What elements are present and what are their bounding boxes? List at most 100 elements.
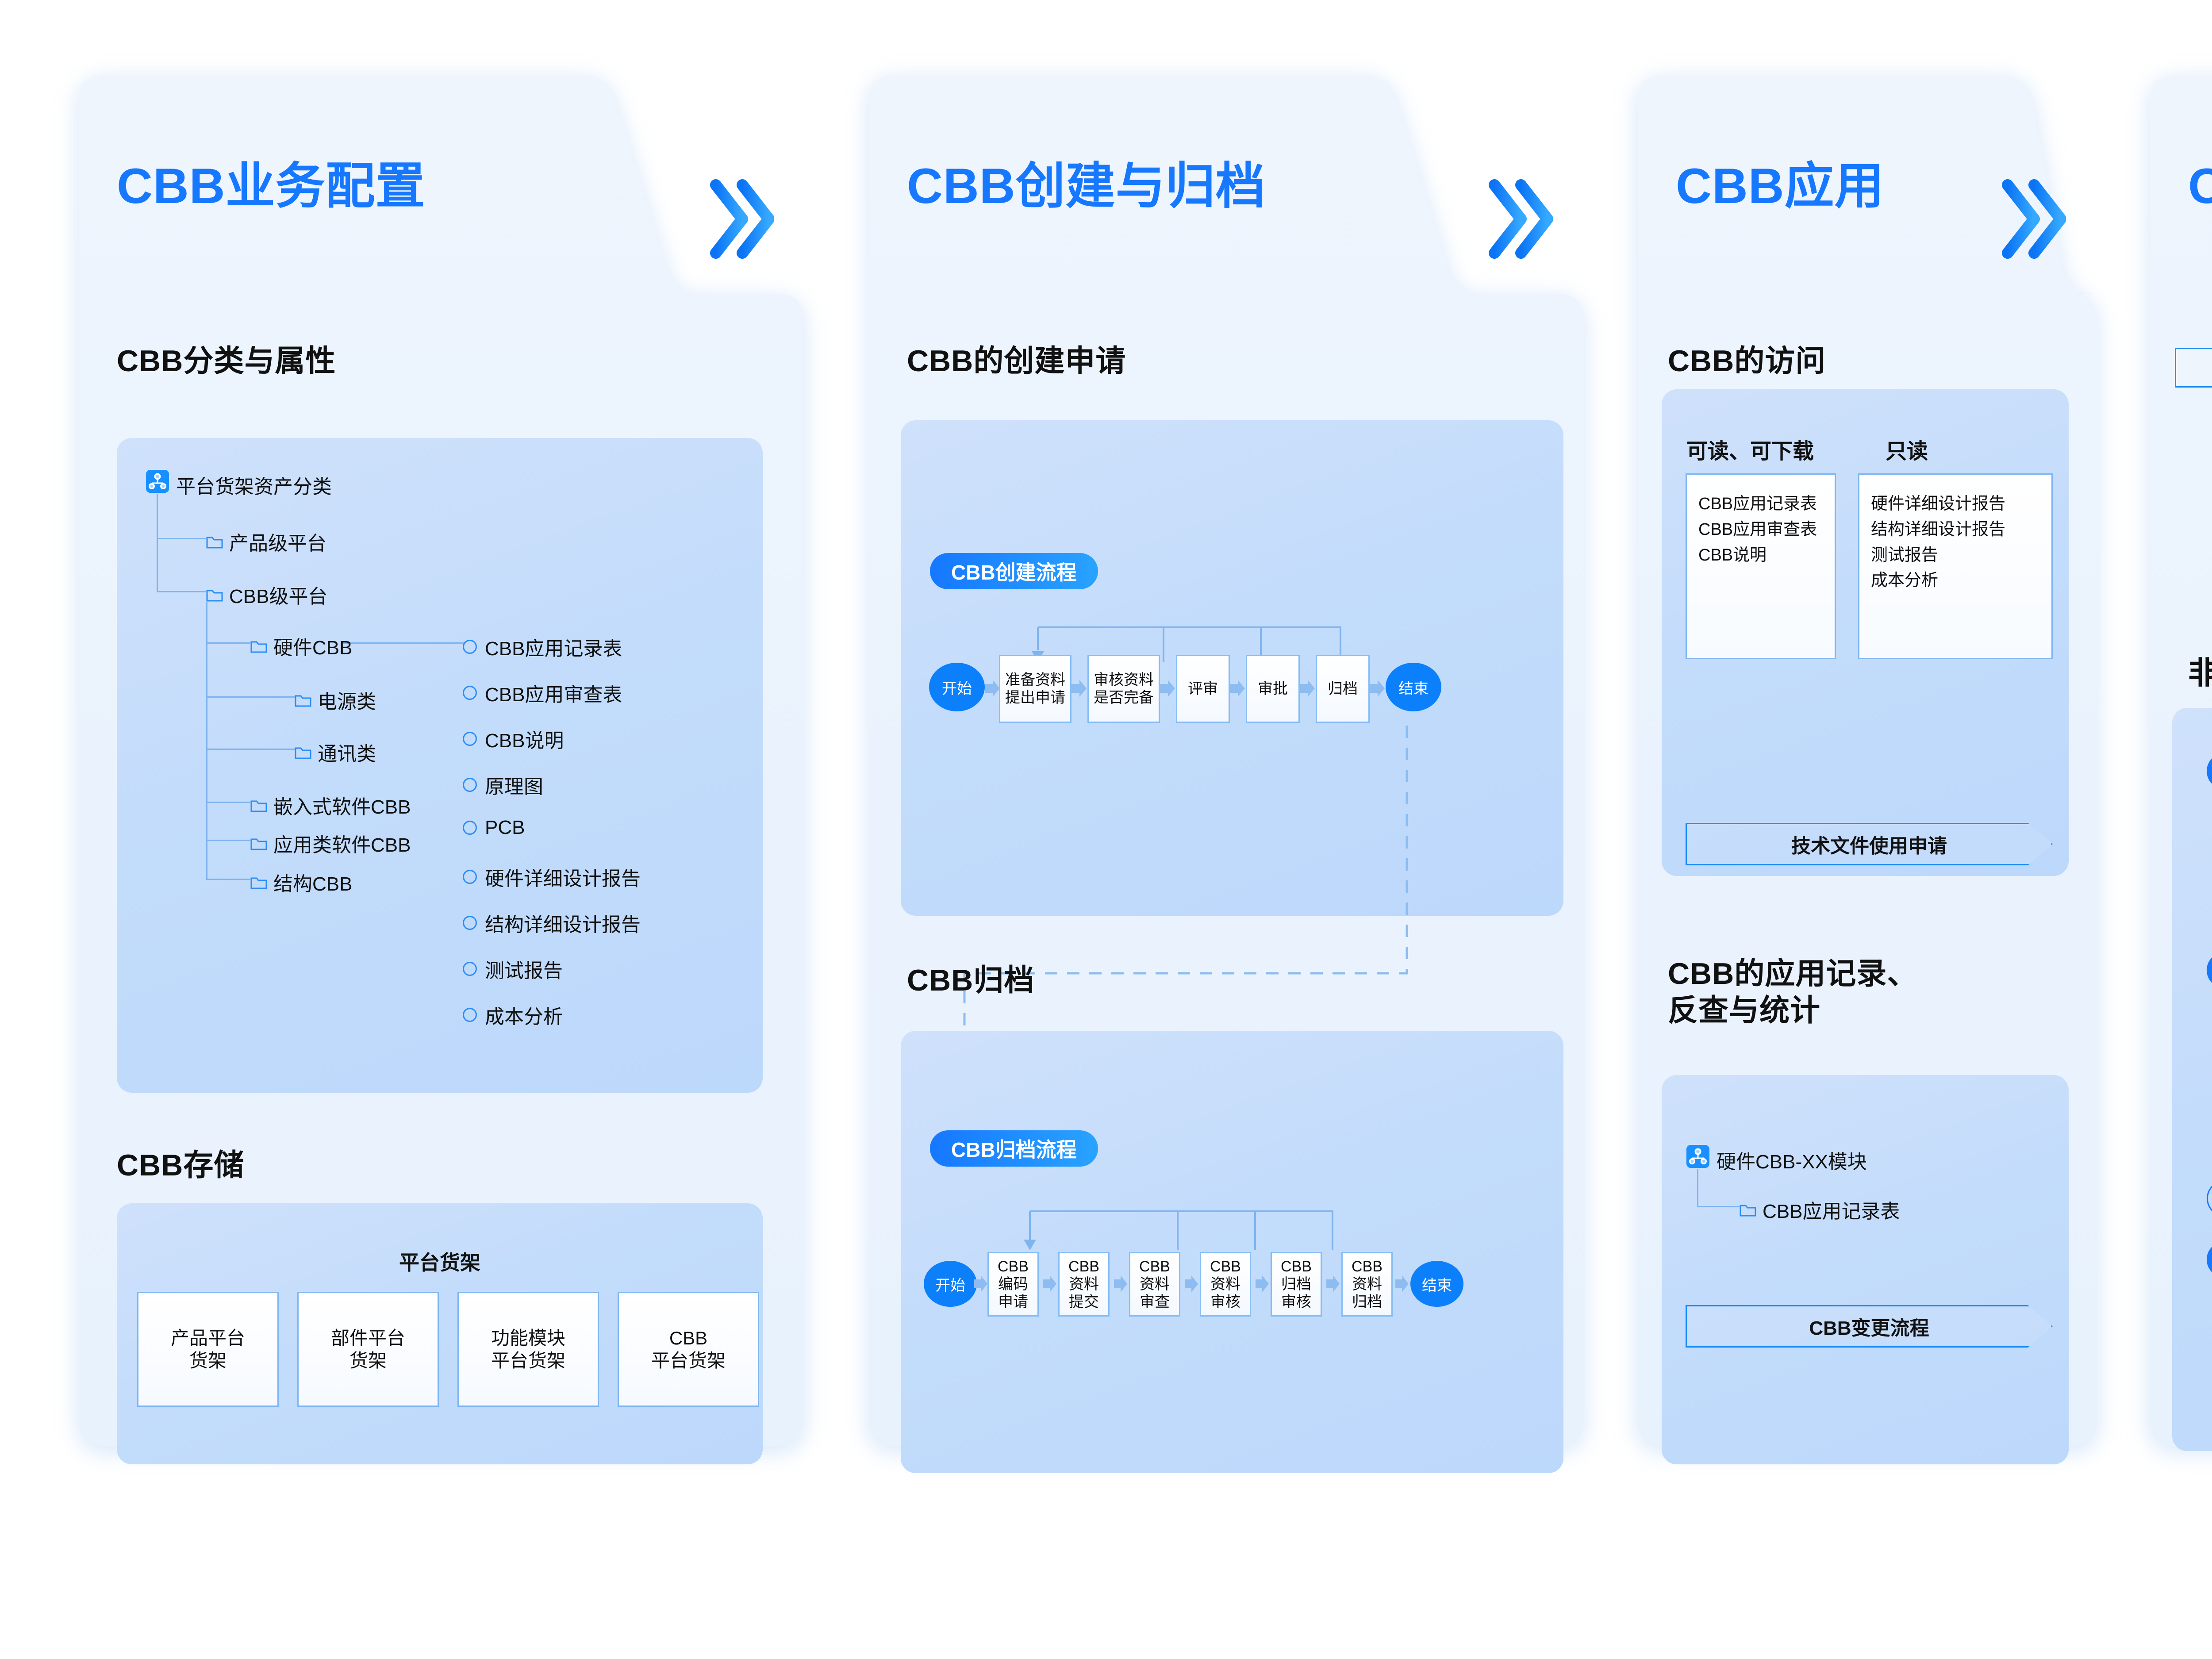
access-item[interactable]: 测试报告 <box>1871 545 1939 565</box>
folder-icon <box>250 877 267 889</box>
access-item[interactable]: CBB应用审查表 <box>1698 520 1817 539</box>
tree-node-embedded-sw[interactable]: 嵌入式软件CBB <box>250 791 411 819</box>
flow-step-0[interactable]: 准备资料提出申请 <box>999 655 1071 723</box>
chevron-separator-1-icon <box>708 177 774 261</box>
panel-4-title: CBB变更 <box>2188 158 2212 214</box>
access-col2-box: 硬件详细设计报告 结构详细设计报告 测试报告 成本分析 <box>1858 473 2053 659</box>
flow-step-line1: CBB <box>1281 1258 1312 1275</box>
record-tree-child-node[interactable]: CBB应用记录表 <box>1740 1195 1900 1224</box>
attribute-item-7[interactable]: 测试报告 <box>463 955 563 983</box>
flow-end-node[interactable]: 结束 <box>1386 663 1441 711</box>
shelf-box-line1: 功能模块 <box>491 1327 565 1348</box>
tree-line-to-node1 <box>157 591 206 592</box>
tech-doc-request-banner[interactable]: 技术文件使用申请 <box>1686 823 2053 865</box>
flow-step-line1: 归档 <box>1328 680 1358 697</box>
tree-node-label: 硬件CBB <box>273 637 353 659</box>
flow-step-line3: 归档 <box>1352 1294 1382 1311</box>
access-item[interactable]: 结构详细设计报告 <box>1871 520 2006 539</box>
tree-line-to-node6 <box>206 840 250 841</box>
record-tree-root-node[interactable]: 硬件CBB-XX模块 <box>1717 1146 1867 1174</box>
record-tree-line-horizontal <box>1697 1206 1740 1207</box>
flow-end-node[interactable]: 结束 <box>1410 1261 1463 1307</box>
record-card <box>1662 1075 2069 1464</box>
folder-icon <box>250 838 267 850</box>
tree-root-icon <box>146 470 169 493</box>
tree-line-root-vertical <box>157 494 158 592</box>
circle-bullet-icon <box>463 778 477 792</box>
flow-step-line1: CBB <box>1352 1258 1382 1275</box>
cbb-change-process-banner[interactable]: CBB变更流程 <box>1686 1305 2053 1348</box>
flow-step-line1: 准备资料 <box>1005 671 1065 688</box>
flow-step-1[interactable]: 审核资料是否完备 <box>1087 655 1160 723</box>
shelf-box-1[interactable]: 部件平台 货架 <box>297 1292 439 1407</box>
access-item[interactable]: CBB应用记录表 <box>1698 495 1817 513</box>
tree-node-hardware-cbb[interactable]: 硬件CBB <box>250 632 352 660</box>
folder-icon <box>206 590 223 601</box>
access-item[interactable]: 成本分析 <box>1871 571 1939 590</box>
tree-node-structure-cbb[interactable]: 结构CBB <box>250 868 352 896</box>
tree-node-product-platform[interactable]: 产品级平台 <box>206 527 326 556</box>
attribute-item-2[interactable]: CBB说明 <box>463 725 564 753</box>
access-item[interactable]: 硬件详细设计报告 <box>1871 495 2006 513</box>
shelf-box-line2: 平台货架 <box>491 1350 565 1371</box>
flow-step-line1: CBB <box>1139 1258 1170 1275</box>
attribute-item-3[interactable]: 原理图 <box>463 771 543 799</box>
flow-arrow-5-icon <box>1370 680 1385 697</box>
folder-icon <box>295 695 311 707</box>
section-heading-storage: CBB存储 <box>117 1148 245 1182</box>
attribute-item-8[interactable]: 成本分析 <box>463 1001 563 1029</box>
flow-step-4[interactable]: 归档 <box>1316 655 1370 723</box>
shelf-box-2[interactable]: 功能模块 平台货架 <box>457 1292 599 1407</box>
flow-arrow-0-icon <box>985 680 1000 697</box>
tree-node-label: 电源类 <box>318 691 376 713</box>
flow-arrow-6-icon <box>1395 1275 1409 1293</box>
attribute-label: PCB <box>485 817 525 838</box>
section-heading-record: CBB的应用记录、 反查与统计 <box>1668 956 2031 1029</box>
flow-step-line2: 资料 <box>1210 1275 1240 1293</box>
circle-bullet-icon <box>463 916 477 930</box>
flow-start-node[interactable]: 开始 <box>924 1261 977 1307</box>
attribute-label: 硬件详细设计报告 <box>485 868 641 890</box>
attribute-item-4[interactable]: PCB <box>463 817 525 839</box>
cbb-problem-report-banner[interactable]: CBB问题报告 <box>2175 348 2212 388</box>
tree-node-label: 嵌入式软件CBB <box>273 796 411 818</box>
shelf-box-line2: 平台货架 <box>651 1350 726 1371</box>
flow-step-2[interactable]: 评审 <box>1176 655 1230 723</box>
attribute-item-0[interactable]: CBB应用记录表 <box>463 633 622 661</box>
tree-node-comm[interactable]: 通讯类 <box>295 738 376 766</box>
tree-root-node[interactable]: 平台货架资产分类 <box>176 471 332 499</box>
shelf-box-3[interactable]: CBB 平台货架 <box>618 1292 759 1407</box>
flow-step-line2: 资料 <box>1352 1275 1382 1293</box>
folder-icon <box>250 641 267 653</box>
flow-step-line1: 审核资料 <box>1094 671 1154 688</box>
attribute-item-1[interactable]: CBB应用审查表 <box>463 679 622 707</box>
flow-step-line3: 审核 <box>1281 1294 1311 1311</box>
tree-node-power[interactable]: 电源类 <box>295 686 376 714</box>
access-col1-box: CBB应用记录表 CBB应用审查表 CBB说明 <box>1686 473 1836 659</box>
flow-arrow-4-icon <box>1256 1275 1269 1293</box>
access-item[interactable]: CBB说明 <box>1698 545 1767 565</box>
tree-node-cbb-platform[interactable]: CBB级平台 <box>206 580 327 609</box>
flow-step-line1: CBB <box>1210 1258 1241 1275</box>
attribute-item-5[interactable]: 硬件详细设计报告 <box>463 863 641 891</box>
flow-start-node[interactable]: 开始 <box>929 663 985 711</box>
shelf-box-0[interactable]: 产品平台 货架 <box>137 1292 279 1407</box>
storage-card-title: 平台货架 <box>399 1251 480 1274</box>
flow-step-3[interactable]: 审批 <box>1246 655 1300 723</box>
tree-node-app-sw[interactable]: 应用类软件CBB <box>250 829 411 857</box>
tree-node-label: 产品级平台 <box>229 533 326 554</box>
panel-2-title: CBB创建与归档 <box>907 158 1266 214</box>
tree-line-to-node0 <box>157 538 206 539</box>
attribute-item-6[interactable]: 结构详细设计报告 <box>463 909 641 937</box>
flow-arrow-3-icon <box>1230 680 1245 697</box>
panel-3-title: CBB应用 <box>1676 158 1885 214</box>
flow-step-line1: 审批 <box>1258 680 1288 697</box>
flow-step-line1: CBB <box>1068 1258 1099 1275</box>
circle-bullet-icon <box>463 870 477 884</box>
